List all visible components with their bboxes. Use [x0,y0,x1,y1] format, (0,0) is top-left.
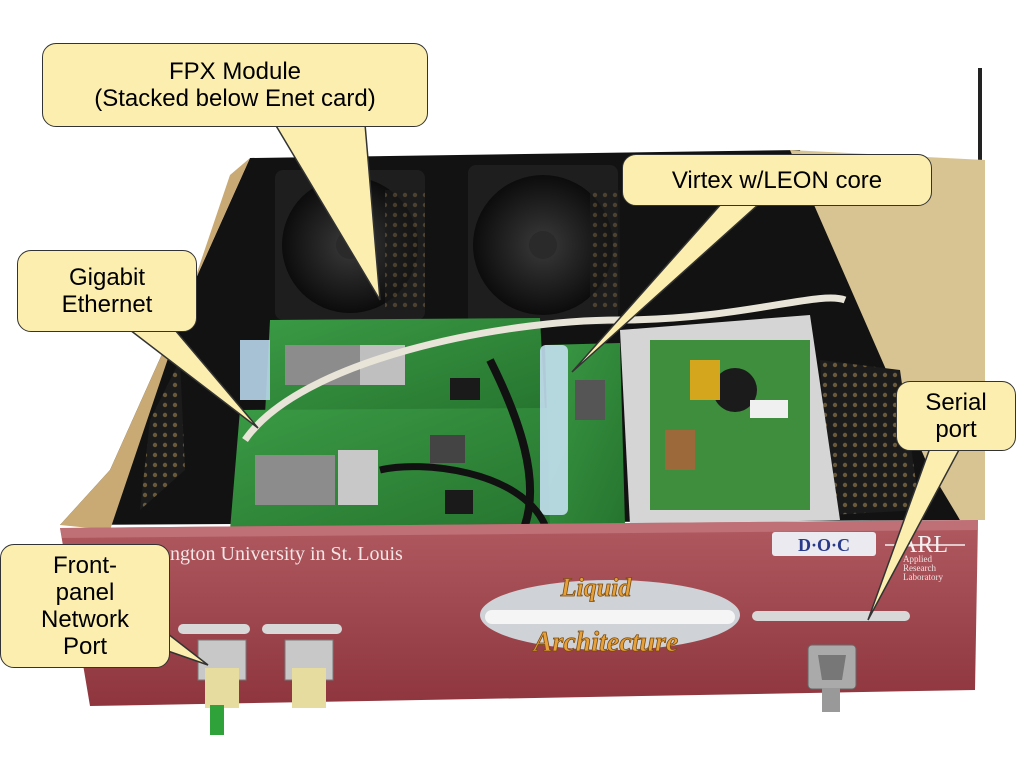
fpx-callout-line-1: FPX Module [168,58,302,85]
fpx-module-callout: FPX Module (Stacked below Enet card) [42,43,428,127]
logo-architecture-text: Architecture [532,627,679,658]
front-panel-callout-line-1: Front- [52,552,117,579]
virtex-callout-line-1: Virtex w/LEON core [671,166,883,194]
fpx-callout-line-2: (Stacked below Enet card) [94,85,376,112]
serial-port-connector [807,644,857,712]
logo-bar [485,610,735,624]
arl-caption-1: Applied [903,554,932,564]
front-panel-text: ngton University in St. Louis [170,543,403,565]
gigabit-callout-line-1: Gigabit [68,264,146,291]
front-panel-callout-line-3: Network [40,606,130,633]
doc-logo [772,532,876,556]
ribbon-cable-left [240,340,270,400]
arl-caption-3: Laboratory [903,572,943,582]
left-vent-grid [140,360,185,510]
serial-callout-line-2: port [935,416,977,443]
enet-card-upper [265,318,545,415]
gigabit-ethernet-callout: Gigabit Ethernet [17,250,197,332]
front-panel-callout-line-4: Port [62,633,107,660]
black-cable-2 [379,463,549,527]
ribbon-cable-right [540,345,568,515]
network-port-1 [197,639,247,735]
logo-liquid-text: Liquid [560,573,633,602]
fan-right [468,165,620,325]
front-panel-network-port-callout: Front- panel Network Port [0,544,170,668]
front-panel-callout-line-2: panel [55,579,115,606]
network-port-2 [284,639,334,708]
virtex-callout: Virtex w/LEON core [622,154,932,206]
power-supply [620,315,840,525]
gigabit-callout-line-2: Ethernet [61,291,153,318]
black-cable [486,358,535,527]
right-vent-grid [820,360,920,515]
front-panel-top-highlight [60,520,978,538]
led-bar-2 [262,624,342,634]
doc-logo-text: D·O·C [798,535,850,555]
led-bar-1 [178,624,250,634]
chassis-left-wall [60,158,250,530]
serial-callout-line-1: Serial [925,389,987,416]
chassis-top-edge [978,68,982,168]
serial-port-callout: Serial port [896,381,1016,451]
led-bar-3 [752,611,910,621]
white-cable [242,294,847,442]
arl-caption-2: Research [903,563,936,573]
